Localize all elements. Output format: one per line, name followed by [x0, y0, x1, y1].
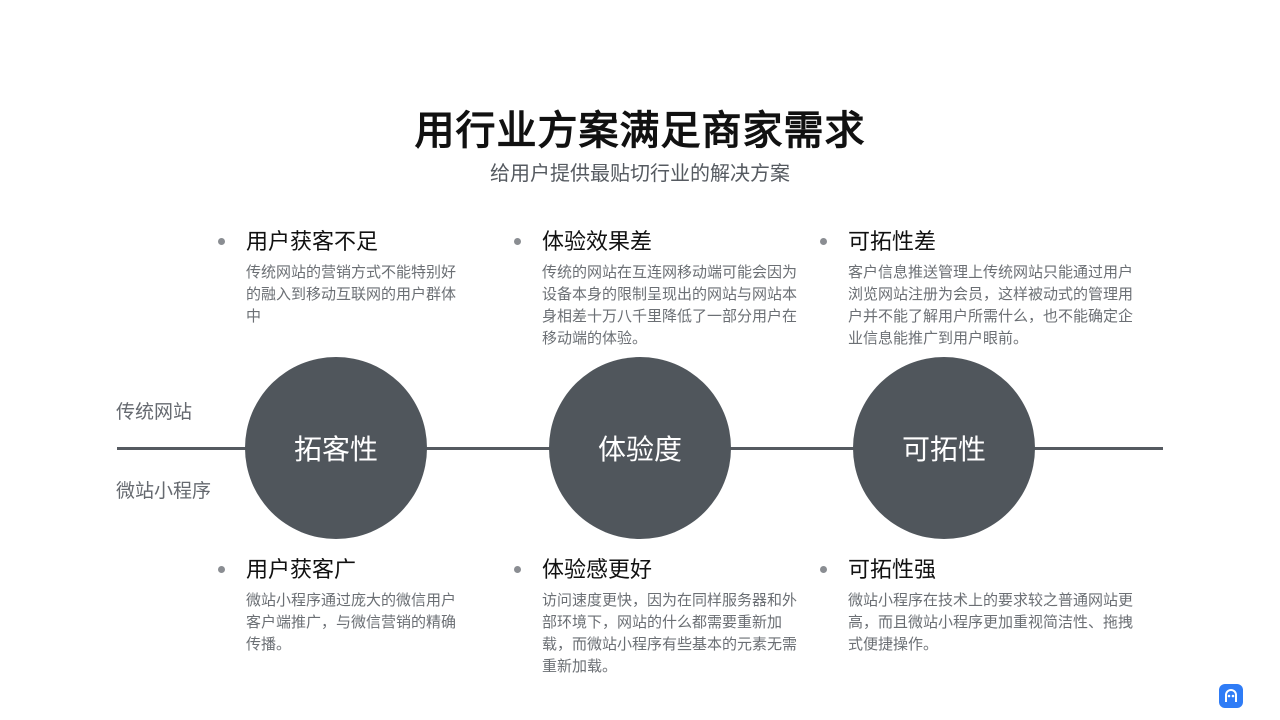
point-heading: 用户获客广 — [246, 558, 357, 583]
point-heading: 可拓性差 — [848, 230, 937, 255]
point-heading: 体验感更好 — [542, 558, 653, 583]
point-description: 微站小程序在技术上的要求较之普通网站更高，而且微站小程序更加重视简洁性、拖拽式便… — [848, 591, 1134, 653]
bullet-dot — [218, 238, 225, 245]
bullet-dot — [514, 566, 521, 573]
bullet-dot — [820, 566, 827, 573]
point-heading: 体验效果差 — [542, 230, 653, 255]
axis-label-mini-program: 微站小程序 — [116, 480, 212, 502]
point-description: 访问速度更快，因为在同样服务器和外部环境下，网站的什么都需要重新加载，而微站小程… — [542, 591, 798, 675]
app-logo-icon-glyph — [1225, 689, 1237, 702]
point-customer-acquisition-strong: 用户获客广 微站小程序通过庞大的微信用户客户端推广，与微信营销的精确传播。 — [218, 557, 536, 655]
page-title: 用行业方案满足商家需求 — [414, 108, 866, 154]
point-description: 微站小程序通过庞大的微信用户客户端推广，与微信营销的精确传播。 — [246, 591, 457, 653]
circle-customer-acquisition: 拓客性 — [245, 357, 427, 539]
point-description: 客户信息推送管理上传统网站只能通过用户浏览网站注册为会员，这样被动式的管理用户并… — [848, 263, 1134, 347]
point-heading: 可拓性强 — [848, 558, 937, 583]
circle-extensibility: 可拓性 — [853, 357, 1035, 539]
point-description: 传统的网站在互连网移动端可能会因为设备本身的限制呈现出的网站与网站本身相差十万八… — [542, 263, 798, 347]
point-description: 传统网站的营销方式不能特别好的融入到移动互联网的用户群体中 — [246, 263, 457, 325]
circle-experience: 体验度 — [549, 357, 731, 539]
point-customer-acquisition-weak: 用户获客不足 传统网站的营销方式不能特别好的融入到移动互联网的用户群体中 — [218, 229, 536, 327]
bullet-dot — [218, 566, 225, 573]
point-extensibility-poor: 可拓性差 客户信息推送管理上传统网站只能通过用户浏览网站注册为会员，这样被动式的… — [820, 229, 1138, 349]
axis-label-traditional-site: 传统网站 — [116, 401, 193, 423]
point-experience-better: 体验感更好 访问速度更快，因为在同样服务器和外部环境下，网站的什么都需要重新加载… — [514, 557, 832, 677]
bullet-dot — [820, 238, 827, 245]
bullet-dot — [514, 238, 521, 245]
app-logo-icon[interactable] — [1219, 684, 1243, 708]
page-subtitle: 给用户提供最贴切行业的解决方案 — [490, 161, 790, 185]
point-extensibility-strong: 可拓性强 微站小程序在技术上的要求较之普通网站更高，而且微站小程序更加重视简洁性… — [820, 557, 1138, 655]
point-heading: 用户获客不足 — [246, 230, 379, 255]
point-experience-poor: 体验效果差 传统的网站在互连网移动端可能会因为设备本身的限制呈现出的网站与网站本… — [514, 229, 832, 349]
